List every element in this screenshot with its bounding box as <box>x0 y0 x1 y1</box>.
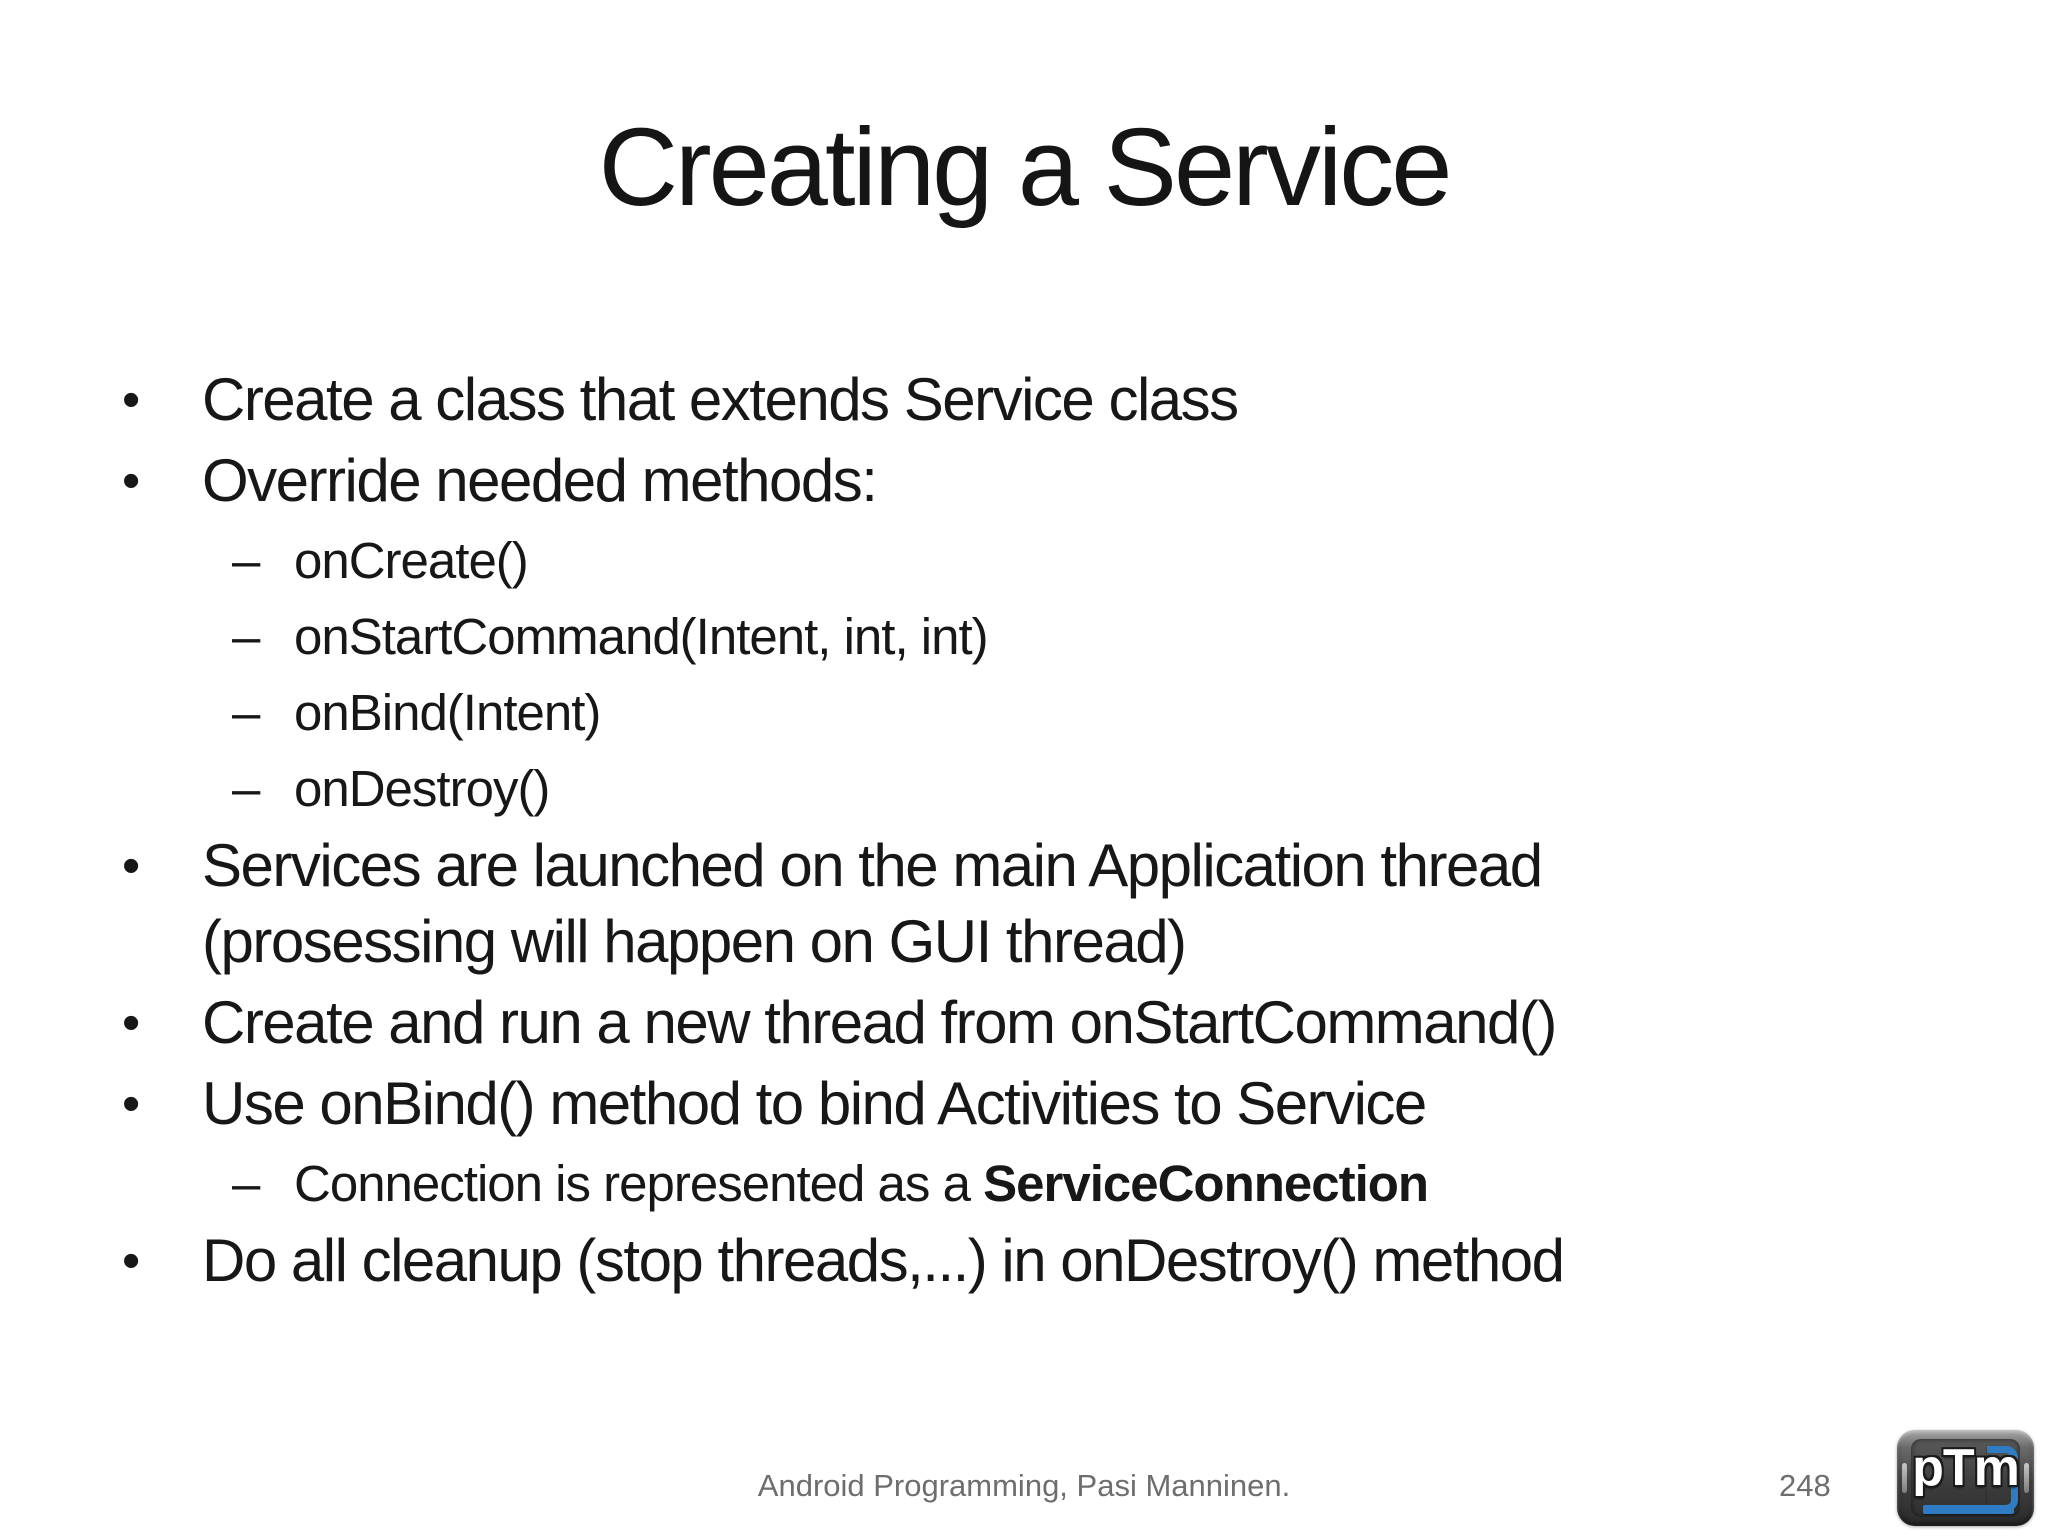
bullet-text-line: Services are launched on the main Applic… <box>202 832 1543 899</box>
ptm-logo-text: pTm <box>1912 1439 2020 1497</box>
slide-title: Creating a Service <box>598 106 1453 229</box>
bullet-text: Do all cleanup (stop threads,...) in onD… <box>202 1223 1900 1299</box>
bullet-item: • Do all cleanup (stop threads,...) in on… <box>0 1223 1900 1299</box>
bullet-text: Use onBind() method to bind Activities t… <box>202 1066 1900 1142</box>
bullet-text-line: Do all cleanup (stop threads,...) in onD… <box>202 1227 1565 1294</box>
sub-bullet-item: –onCreate() <box>0 524 1900 597</box>
ptm-logo: pTm <box>1897 1430 2034 1526</box>
sub-bullet-item: –onStartCommand(Intent, int, int) <box>0 600 1900 673</box>
sub-bullet-item: –onDestroy() <box>0 752 1900 825</box>
bullet-dot-marker: • <box>122 452 140 510</box>
bullet-dash-marker: – <box>232 684 260 741</box>
bullet-dot-marker: • <box>122 371 140 429</box>
bullet-dot-marker: • <box>122 994 140 1052</box>
sub-bullet-item: –onBind(Intent) <box>0 676 1900 749</box>
bullet-item: • Override needed methods: <box>0 443 1900 519</box>
bullet-text-line: (prosessing will happen on GUI thread) <box>202 908 1187 975</box>
footer-credit: Android Programming, Pasi Manninen. <box>757 1468 1291 1503</box>
bullet-text: onStartCommand(Intent, int, int) <box>294 600 1900 673</box>
bullet-item: • Services are launched on the main Appli… <box>0 828 1900 980</box>
bullet-dash-marker: – <box>232 760 260 817</box>
bullet-dot-marker: • <box>122 1075 140 1133</box>
bullet-text-line: onStartCommand(Intent, int, int) <box>294 608 989 665</box>
bullet-item: • Create a class that extends Service cla… <box>0 362 1900 438</box>
bullet-text: onBind(Intent) <box>294 676 1900 749</box>
bullet-text: Services are launched on the main Applic… <box>202 828 1900 980</box>
bullet-text-line: Override needed methods: <box>202 447 878 514</box>
sub-bullet-item: –Connection is represented as a ServiceC… <box>0 1147 1900 1220</box>
bullet-text: Connection is represented as a ServiceCo… <box>294 1147 1900 1220</box>
bullet-text-line: Create and run a new thread from onStart… <box>202 989 1557 1056</box>
bullet-text-line: Connection is represented as a ServiceCo… <box>294 1155 1429 1212</box>
ptm-logo-right-button <box>2024 1463 2029 1493</box>
bullet-item: • Use onBind() method to bind Activities … <box>0 1066 1900 1142</box>
bullet-text-line: onDestroy() <box>294 760 550 817</box>
bullet-dash-marker: – <box>232 1155 260 1212</box>
ptm-logo-blue-strip <box>1923 1505 2014 1514</box>
bullet-text-line: Create a class that extends Service clas… <box>202 366 1239 433</box>
bullet-text: onCreate() <box>294 524 1900 597</box>
bullet-dash-marker: – <box>232 532 260 589</box>
bullet-dash-marker: – <box>232 608 260 665</box>
bullet-text-line: onBind(Intent) <box>294 684 601 741</box>
bullet-text: onDestroy() <box>294 752 1900 825</box>
ptm-logo-left-button <box>1902 1463 1907 1493</box>
bullet-text: Override needed methods: <box>202 443 1900 519</box>
page-number: 248 <box>1779 1468 1831 1503</box>
bullet-text: Create a class that extends Service clas… <box>202 362 1900 438</box>
bullet-text: Create and run a new thread from onStart… <box>202 985 1900 1061</box>
bullet-text-line: onCreate() <box>294 532 529 589</box>
bullet-dot-marker: • <box>122 1232 140 1290</box>
bullet-item: • Create and run a new thread from onStar… <box>0 985 1900 1061</box>
bullet-list: • Create a class that extends Service cla… <box>0 362 1900 1304</box>
bullet-dot-marker: • <box>122 837 140 895</box>
bullet-text-line: Use onBind() method to bind Activities t… <box>202 1070 1427 1137</box>
